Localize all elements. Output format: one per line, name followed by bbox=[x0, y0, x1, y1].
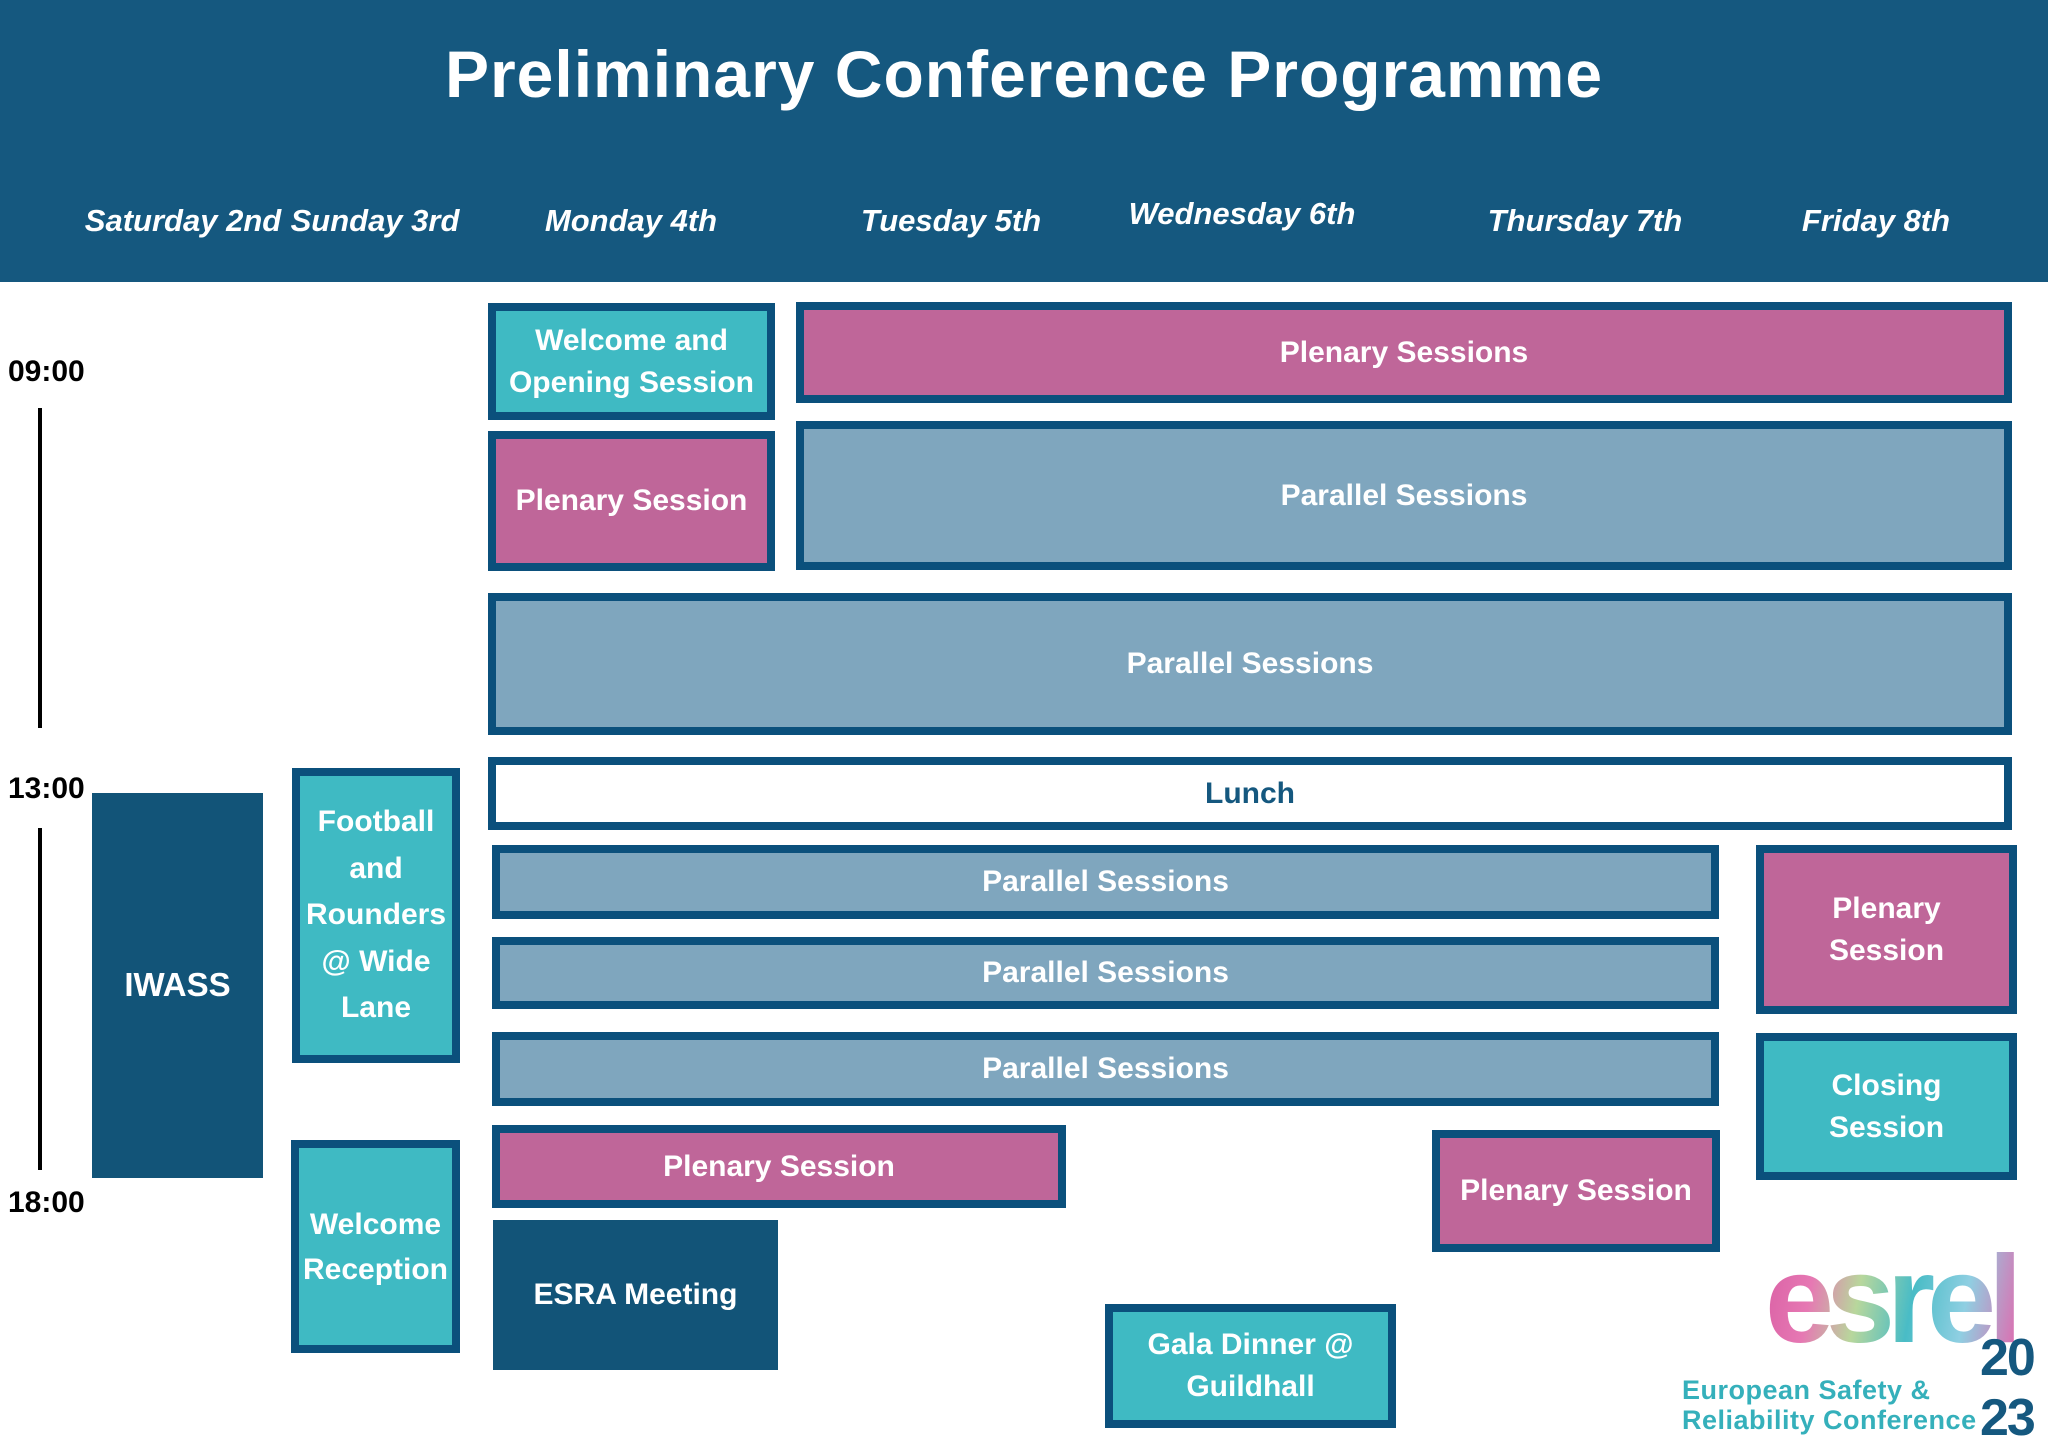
header-band bbox=[0, 0, 2048, 282]
day-header-wednesday: Wednesday 6th bbox=[1128, 196, 1356, 231]
event-label: Plenary Session bbox=[1828, 891, 1945, 967]
logo-year-23: 23 bbox=[1980, 1389, 2036, 1447]
day-header-tuesday: Tuesday 5th bbox=[860, 203, 1042, 238]
event-parallel-sessions-afternoon-3: Parallel Sessions bbox=[492, 1032, 1719, 1106]
event-friday-plenary-session: Plenary Session bbox=[1756, 845, 2017, 1014]
event-label: Plenary Session bbox=[663, 1149, 895, 1183]
logo-year-20: 20 bbox=[1980, 1329, 2036, 1387]
event-label: Plenary Session bbox=[515, 484, 748, 517]
event-label: Parallel Sessions bbox=[1280, 478, 1528, 512]
event-welcome-opening-session: Welcome and Opening Session bbox=[488, 303, 775, 420]
event-label: IWASS bbox=[124, 966, 231, 1004]
event-label: Plenary Session bbox=[1460, 1174, 1692, 1207]
logo-tagline-line2: Reliability Conference bbox=[1682, 1405, 1977, 1435]
time-label-1800: 18:00 bbox=[8, 1186, 85, 1219]
page-title: Preliminary Conference Programme bbox=[444, 37, 1604, 111]
event-label: Gala Dinner @ Guildhall bbox=[1147, 1328, 1354, 1403]
event-iwass: IWASS bbox=[92, 793, 263, 1178]
event-plenary-sessions: Plenary Sessions bbox=[796, 302, 2012, 403]
event-label: ESRA Meeting bbox=[533, 1278, 738, 1311]
time-axis-line-afternoon bbox=[38, 828, 42, 1170]
event-label: Lunch bbox=[1205, 776, 1295, 810]
event-monday-plenary-session: Plenary Session bbox=[488, 431, 775, 571]
event-label: Football and Rounders @ Wide Lane bbox=[306, 805, 447, 1025]
event-label: Parallel Sessions bbox=[982, 1052, 1229, 1085]
time-label-0900: 09:00 bbox=[8, 355, 85, 388]
time-label-1300: 13:00 bbox=[8, 772, 85, 805]
event-parallel-sessions-all-week: Parallel Sessions bbox=[488, 593, 2012, 735]
event-parallel-sessions-afternoon-2: Parallel Sessions bbox=[492, 937, 1719, 1009]
day-header-thursday: Thursday 7th bbox=[1487, 203, 1683, 238]
event-welcome-reception: Welcome Reception bbox=[291, 1140, 460, 1353]
day-header-sunday: Sunday 3rd bbox=[290, 203, 460, 238]
esrel-wordmark: esrel bbox=[1765, 1231, 2023, 1369]
logo-tagline-line1: European Safety & bbox=[1682, 1375, 1931, 1405]
event-gala-dinner: Gala Dinner @ Guildhall bbox=[1105, 1304, 1396, 1428]
time-axis-line-morning bbox=[38, 408, 42, 728]
event-closing-session: Closing Session bbox=[1756, 1033, 2017, 1180]
event-monday-evening-plenary-session: Plenary Session bbox=[492, 1125, 1066, 1208]
event-thursday-plenary-session: Plenary Session bbox=[1432, 1130, 1720, 1252]
event-label: Parallel Sessions bbox=[1126, 647, 1374, 680]
event-label: Welcome Reception bbox=[302, 1207, 449, 1286]
event-label: Parallel Sessions bbox=[982, 865, 1229, 898]
event-parallel-sessions-afternoon-1: Parallel Sessions bbox=[492, 845, 1719, 919]
event-label: Plenary Sessions bbox=[1279, 335, 1529, 369]
esrel-logo: esrel 20 European Safety & Reliability C… bbox=[1660, 1238, 2048, 1448]
event-football-rounders: Football and Rounders @ Wide Lane bbox=[292, 768, 460, 1063]
day-header-monday: Monday 4th bbox=[544, 203, 718, 238]
event-label: Welcome and Opening Session bbox=[508, 323, 755, 399]
event-parallel-sessions-tue-fri: Parallel Sessions bbox=[796, 421, 2012, 570]
event-label: Closing Session bbox=[1828, 1068, 1945, 1144]
event-label: Parallel Sessions bbox=[982, 956, 1229, 989]
day-header-friday: Friday 8th bbox=[1801, 203, 1951, 238]
event-lunch: Lunch bbox=[488, 757, 2012, 830]
day-header-saturday: Saturday 2nd bbox=[84, 203, 282, 238]
event-esra-meeting: ESRA Meeting bbox=[493, 1220, 778, 1370]
